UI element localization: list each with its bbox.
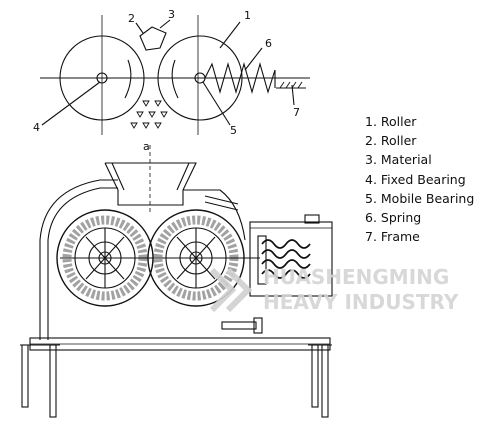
legend-item-roller-2: 2. Roller	[365, 133, 417, 149]
callout-1: 1	[244, 9, 251, 22]
rotation-arrow-right	[171, 59, 179, 99]
roller-1-circle	[157, 35, 243, 121]
spring-coil	[261, 239, 311, 279]
leader-4	[41, 81, 101, 126]
watermark-line-2: HEAVY INDUSTRY	[263, 290, 459, 314]
rotation-arrow-left	[124, 59, 132, 99]
callout-5: 5	[230, 124, 237, 137]
fixed-bearing	[96, 72, 108, 84]
legend-item-frame: 7. Frame	[365, 229, 420, 245]
machine-drawing	[20, 145, 333, 418]
leader-7	[291, 84, 295, 106]
legend-item-roller-1: 1. Roller	[365, 114, 417, 129]
callout-7: 7	[293, 106, 300, 119]
watermark-line-1: HUASHENGMING	[263, 265, 449, 289]
spring-housing	[249, 221, 333, 297]
bolt-fitting	[221, 321, 257, 330]
feed-hopper	[104, 162, 197, 206]
spring-zigzag	[204, 61, 276, 95]
leader-6	[244, 47, 263, 71]
callout-6: 6	[265, 37, 272, 50]
callout-4: 4	[33, 121, 40, 134]
leader-3	[159, 19, 171, 29]
watermark-logo	[209, 267, 253, 313]
adjust-rod-bottom	[204, 201, 239, 211]
legend-item-fixed-bearing: 4. Fixed Bearing	[365, 171, 466, 187]
material-chunk	[139, 26, 167, 51]
spring-bracket	[304, 214, 320, 224]
leader-2	[135, 22, 144, 34]
bolt-head	[253, 317, 263, 334]
housing-right-cover	[183, 189, 246, 241]
legend-item-material: 3. Material	[365, 152, 432, 168]
frame-hatching	[279, 81, 303, 89]
adjust-rod-top	[204, 195, 239, 205]
callout-a: a	[143, 140, 150, 153]
support-legs	[20, 344, 332, 418]
hopper-inner-left	[111, 162, 125, 191]
parts-legend: 1. Roller 2. Roller 3. Material 4. Fixed…	[365, 112, 495, 246]
housing-guard	[39, 179, 118, 340]
callout-3: 3	[168, 8, 175, 21]
legend-item-mobile-bearing: 5. Mobile Bearing	[365, 190, 475, 206]
callout-2: 2	[128, 12, 135, 25]
hopper-inner-right	[176, 162, 190, 191]
legend-item-spring: 6. Spring	[365, 210, 422, 226]
leader-5	[202, 81, 231, 126]
schematic	[40, 15, 310, 135]
spring-rod	[257, 235, 267, 285]
crushed-material	[130, 100, 168, 129]
roller-2-circle	[59, 35, 145, 121]
housing-guard-inner	[47, 187, 118, 340]
leader-1	[219, 21, 241, 49]
